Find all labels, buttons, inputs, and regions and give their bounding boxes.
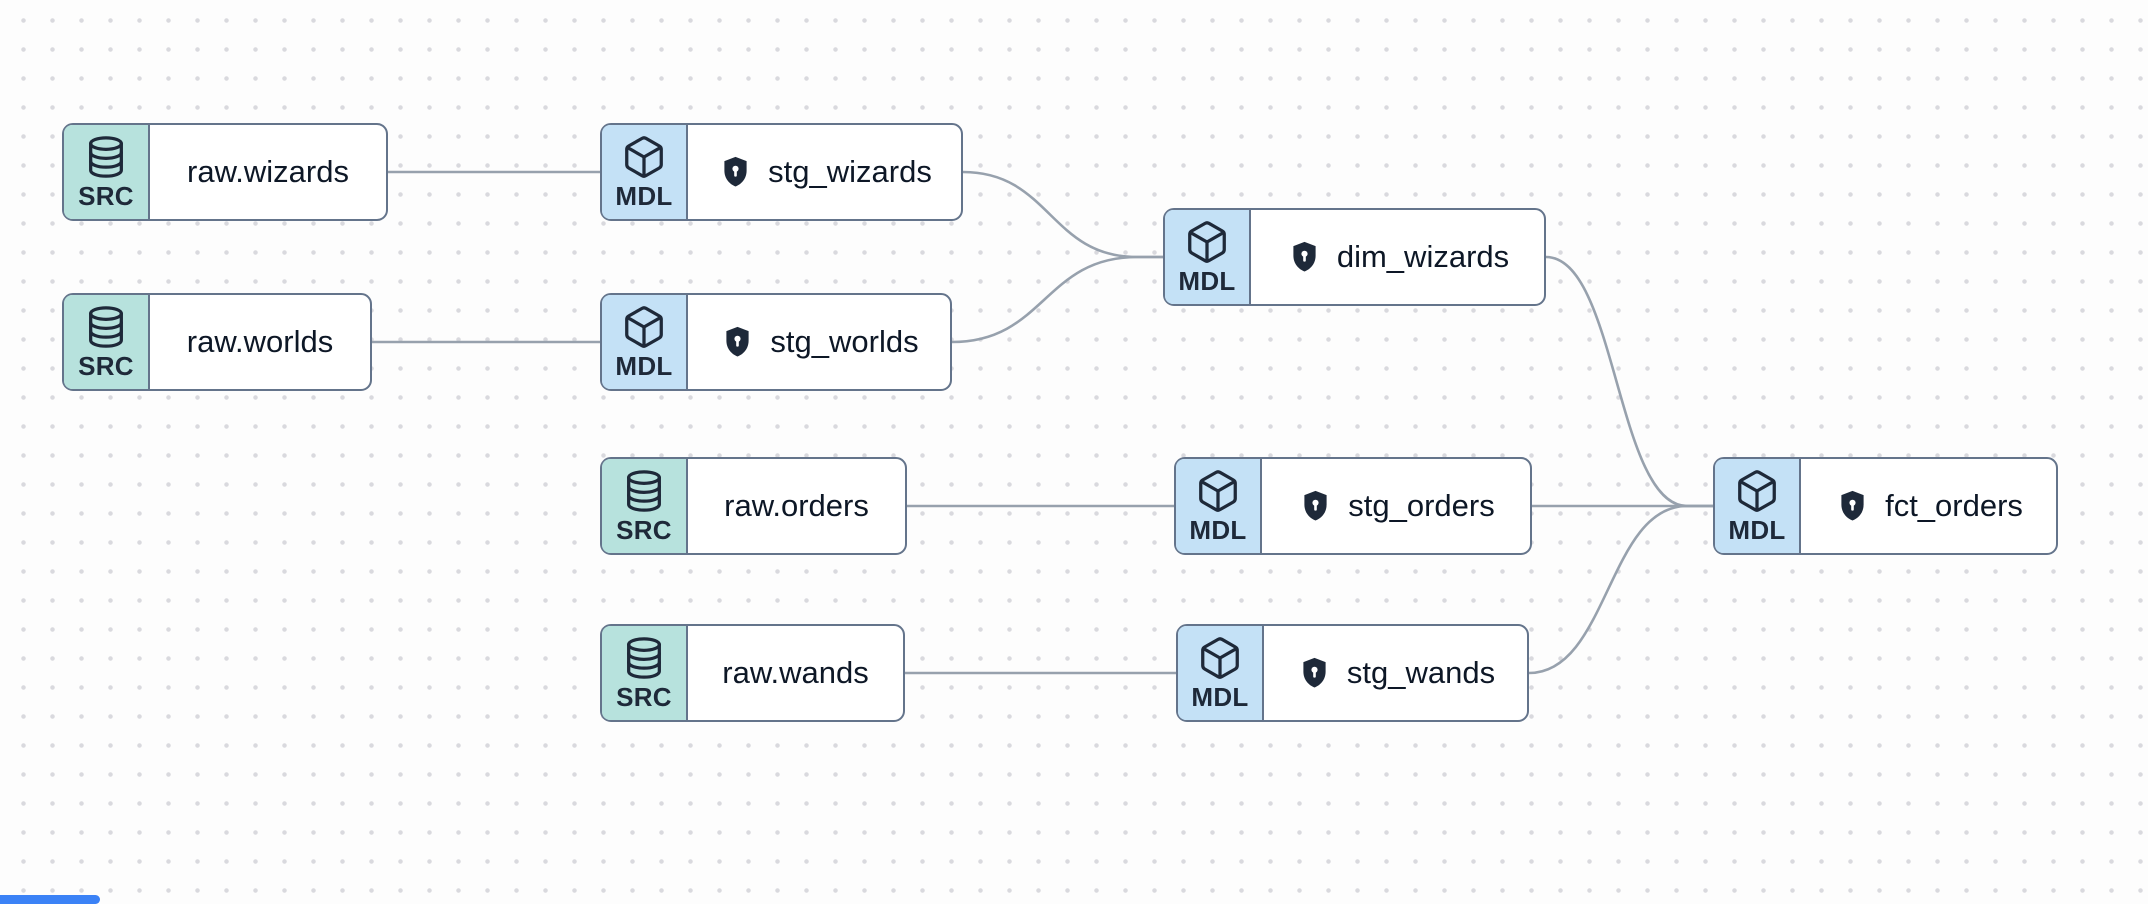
cube-icon (1201, 637, 1239, 679)
node-body: raw.wands (688, 626, 903, 720)
shield-icon (1297, 488, 1334, 525)
edge-stg_wands-fct_orders (1528, 504, 1713, 675)
node-type-label: MDL (1728, 514, 1786, 545)
horizontal-scrollbar[interactable] (0, 895, 100, 904)
node-type-label: MDL (615, 350, 673, 381)
node-body: fct_orders (1801, 459, 2056, 553)
node-type-badge: SRC (602, 459, 688, 553)
edge-dim_wizards-fct_orders (1545, 255, 1713, 508)
node-type-badge: MDL (1178, 626, 1264, 720)
node-label: dim_wizards (1336, 239, 1510, 274)
node-raw_wizards[interactable]: SRC raw.wizards (62, 123, 388, 221)
node-stg_worlds[interactable]: MDL stg_worlds (600, 293, 952, 391)
node-body: raw.orders (688, 459, 905, 553)
node-type-badge: MDL (602, 125, 688, 219)
shield-icon (719, 324, 756, 361)
node-body: dim_wizards (1251, 210, 1544, 304)
cube-icon (1188, 221, 1226, 263)
node-type-badge: MDL (1165, 210, 1251, 304)
edge-stg_wizards-dim_wizards (962, 170, 1163, 259)
node-type-badge: MDL (1176, 459, 1262, 553)
database-icon (89, 136, 123, 178)
database-icon (627, 470, 661, 512)
node-type-label: MDL (615, 180, 673, 211)
node-body: stg_wizards (688, 125, 961, 219)
node-label: raw.wizards (187, 154, 349, 189)
node-label: raw.orders (724, 488, 869, 523)
node-label: raw.worlds (186, 324, 334, 359)
cube-icon (625, 306, 663, 348)
node-label: fct_orders (1885, 488, 2023, 523)
shield-icon (1834, 488, 1871, 525)
node-body: stg_orders (1262, 459, 1530, 553)
node-type-label: SRC (78, 350, 134, 381)
node-type-label: SRC (78, 180, 134, 211)
node-type-label: MDL (1189, 514, 1247, 545)
shield-icon (1296, 655, 1333, 692)
node-raw_orders[interactable]: SRC raw.orders (600, 457, 907, 555)
database-icon (89, 306, 123, 348)
node-type-label: SRC (616, 514, 672, 545)
node-stg_orders[interactable]: MDL stg_orders (1174, 457, 1532, 555)
node-label: stg_worlds (770, 324, 919, 359)
node-stg_wands[interactable]: MDL stg_wands (1176, 624, 1529, 722)
node-type-badge: SRC (602, 626, 688, 720)
node-type-label: MDL (1191, 681, 1249, 712)
node-label: stg_wizards (768, 154, 932, 189)
database-icon (627, 637, 661, 679)
node-label: stg_wands (1346, 655, 1496, 690)
node-type-badge: SRC (64, 295, 150, 389)
node-type-label: MDL (1178, 265, 1236, 296)
node-label: stg_orders (1348, 488, 1495, 523)
node-type-badge: MDL (602, 295, 688, 389)
node-type-label: SRC (616, 681, 672, 712)
shield-icon (1286, 239, 1323, 276)
node-raw_worlds[interactable]: SRC raw.worlds (62, 293, 372, 391)
node-body: raw.worlds (150, 295, 370, 389)
node-body: raw.wizards (150, 125, 386, 219)
node-type-badge: SRC (64, 125, 150, 219)
cube-icon (1199, 470, 1237, 512)
node-stg_wizards[interactable]: MDL stg_wizards (600, 123, 963, 221)
node-label: raw.wands (722, 655, 869, 690)
node-body: stg_wands (1264, 626, 1527, 720)
shield-icon (717, 154, 754, 191)
node-type-badge: MDL (1715, 459, 1801, 553)
node-body: stg_worlds (688, 295, 950, 389)
node-dim_wizards[interactable]: MDL dim_wizards (1163, 208, 1546, 306)
cube-icon (1738, 470, 1776, 512)
cube-icon (625, 136, 663, 178)
node-raw_wands[interactable]: SRC raw.wands (600, 624, 905, 722)
edge-stg_worlds-dim_wizards (951, 255, 1163, 344)
node-fct_orders[interactable]: MDL fct_orders (1713, 457, 2058, 555)
